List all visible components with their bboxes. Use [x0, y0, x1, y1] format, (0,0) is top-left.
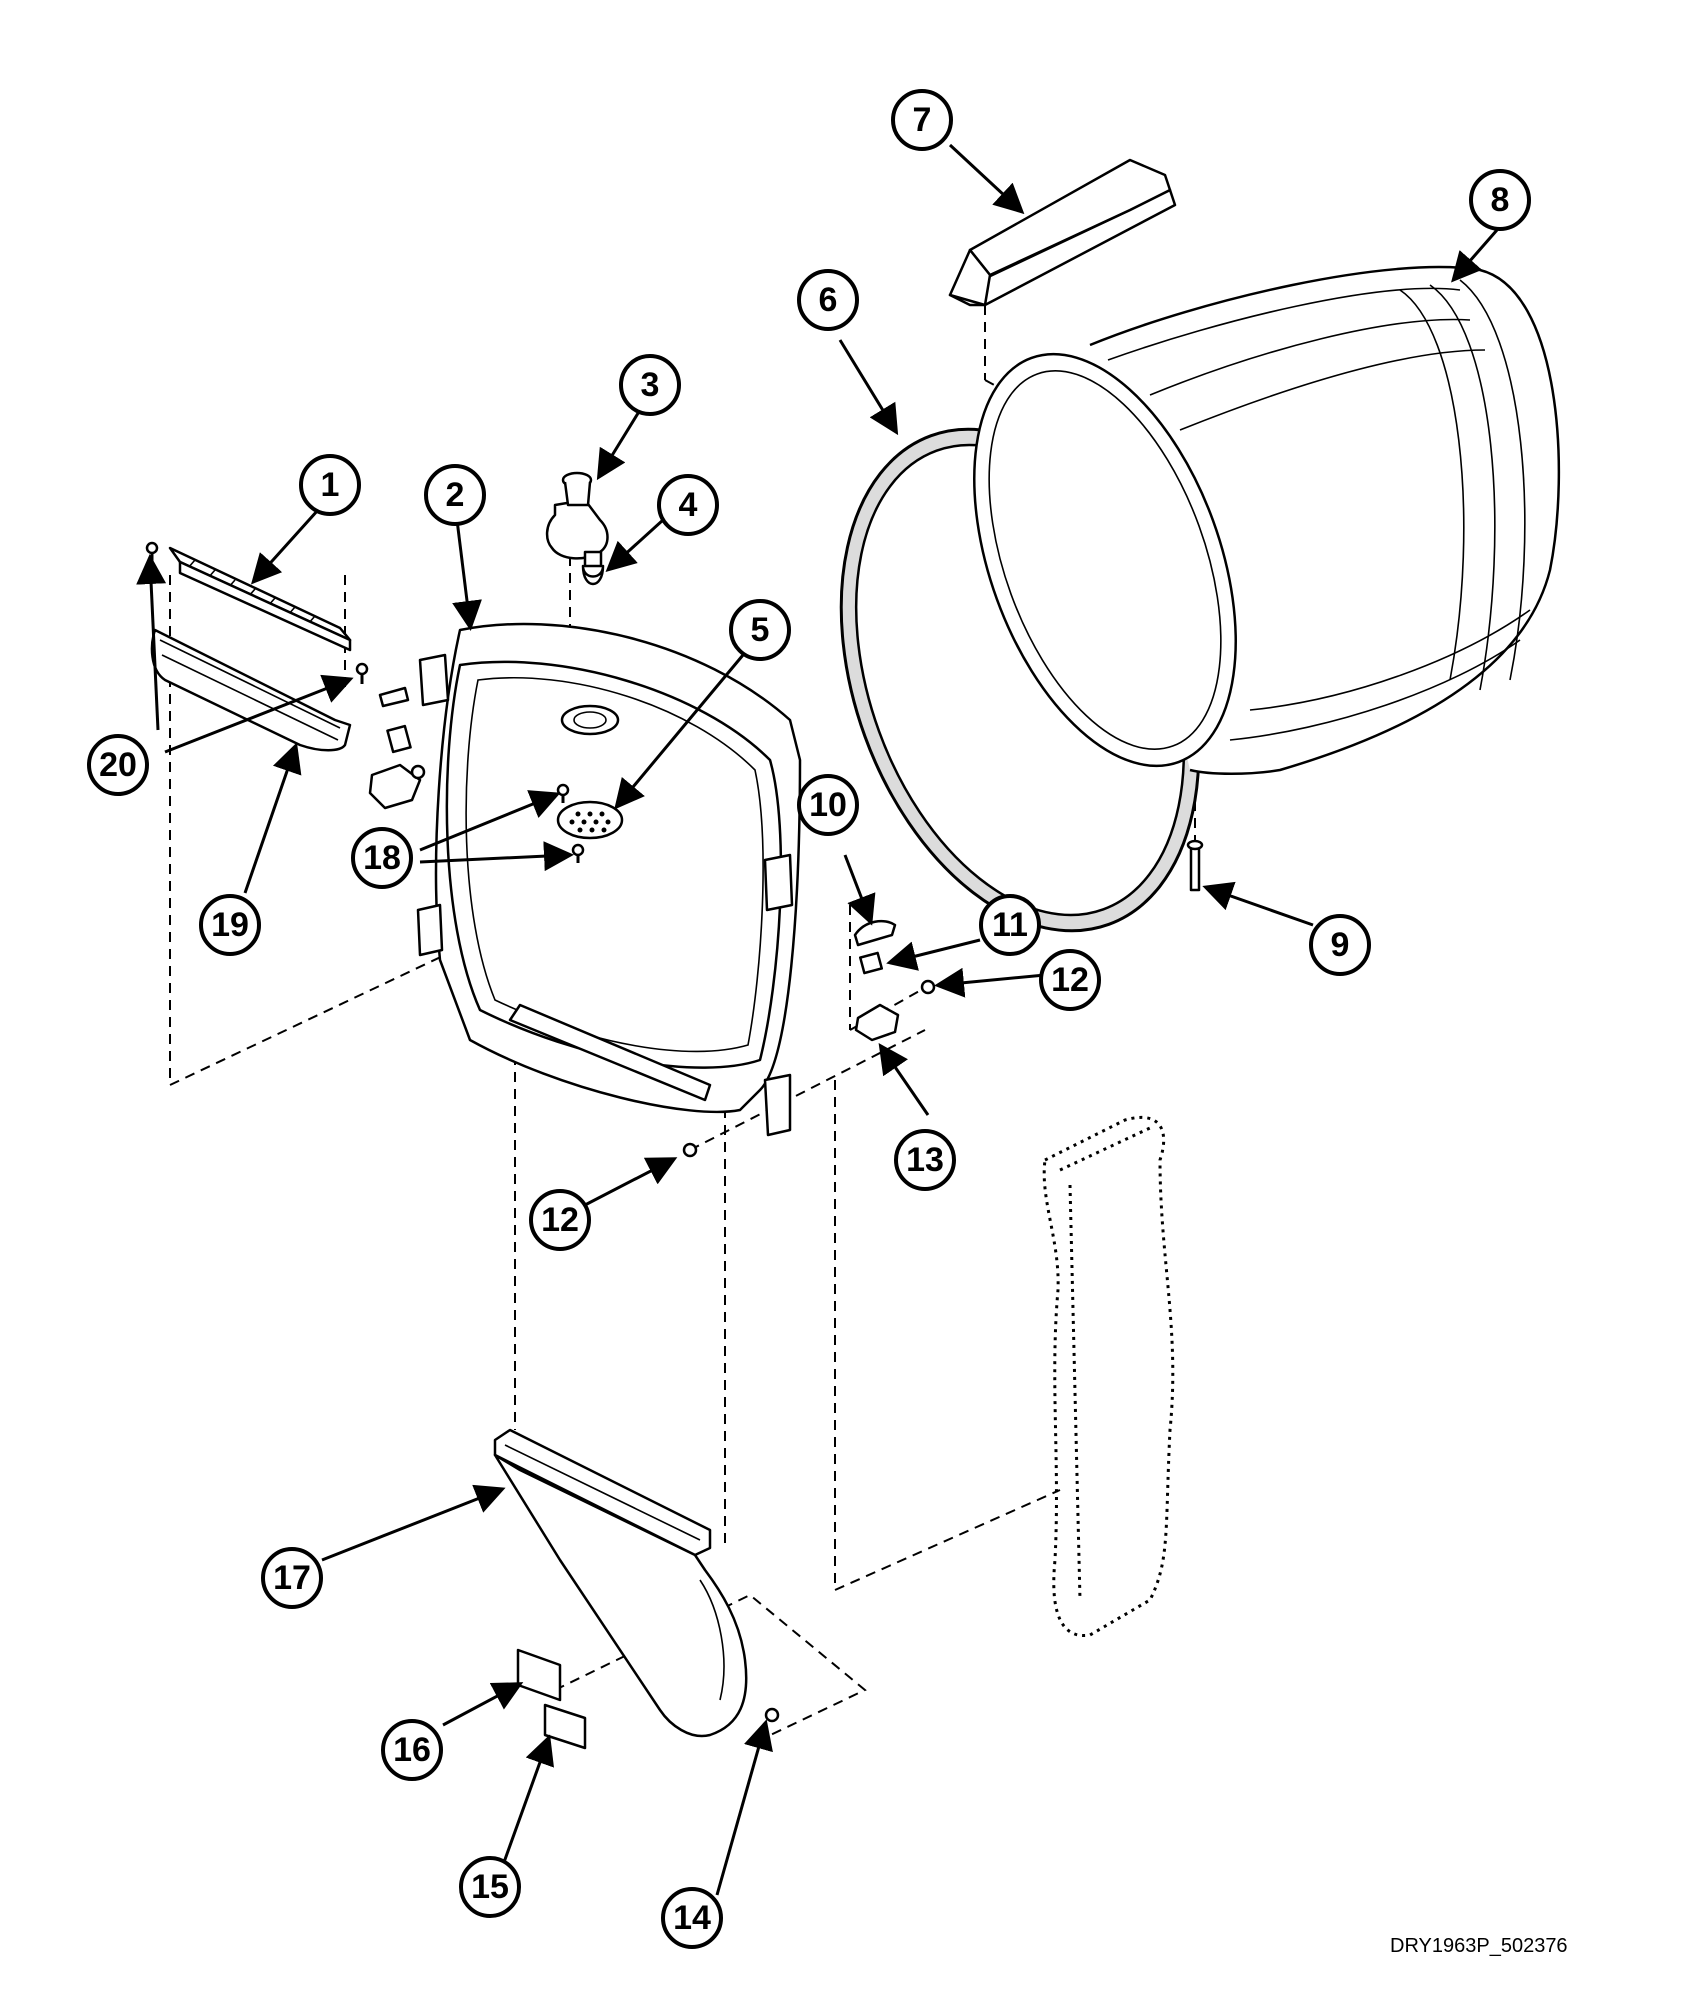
svg-text:12: 12 [1051, 961, 1089, 999]
part-19-lint-filter [150, 628, 352, 752]
part-16-gasket [516, 1648, 562, 1702]
svg-text:19: 19 [211, 906, 249, 944]
svg-text:9: 9 [1331, 926, 1350, 964]
part-17-duct [493, 1428, 748, 1738]
svg-text:10: 10 [809, 786, 847, 824]
right-switch-parts [682, 919, 936, 1723]
callout-17: 17 [261, 1547, 323, 1609]
svg-text:4: 4 [679, 486, 698, 524]
callout-19: 19 [199, 894, 261, 956]
svg-text:7: 7 [913, 101, 932, 139]
callout-15: 15 [459, 1856, 521, 1918]
svg-text:18: 18 [363, 839, 401, 877]
svg-text:16: 16 [393, 1731, 431, 1769]
cabinet-side-panel [1042, 1115, 1175, 1638]
callout-12-lower: 12 [529, 1189, 591, 1251]
callout-7: 7 [891, 89, 953, 151]
callout-5: 5 [729, 599, 791, 661]
part-5-vent-plate [556, 800, 624, 840]
part-15-gasket [543, 1703, 587, 1750]
svg-text:15: 15 [471, 1868, 509, 1906]
callout-3: 3 [619, 354, 681, 416]
callout-14: 14 [661, 1887, 723, 1949]
callout-16: 16 [381, 1719, 443, 1781]
svg-text:11: 11 [992, 906, 1028, 944]
callout-12: 12 [1039, 949, 1101, 1011]
part-9-bolt [1186, 839, 1204, 892]
svg-text:6: 6 [819, 281, 838, 319]
callout-2: 2 [424, 464, 486, 526]
leader-lines [136, 143, 1499, 1896]
svg-text:3: 3 [641, 366, 660, 404]
part-3-fitting [545, 471, 609, 560]
svg-text:17: 17 [273, 1559, 311, 1597]
part-7-baffle [948, 158, 1177, 307]
callout-6: 6 [797, 269, 859, 331]
svg-text:8: 8 [1491, 181, 1510, 219]
callout-18: 18 [351, 827, 413, 889]
callout-13: 13 [894, 1129, 956, 1191]
left-switch-parts [368, 686, 426, 810]
svg-text:1: 1 [321, 466, 340, 504]
part-8-drum [973, 265, 1561, 775]
svg-text:13: 13 [906, 1141, 944, 1179]
svg-text:5: 5 [751, 611, 770, 649]
svg-text:12: 12 [541, 1201, 579, 1239]
callout-11: 11 [979, 894, 1041, 956]
callout-1: 1 [299, 454, 361, 516]
drawing-code-label: DRY1963P_502376 [1390, 1935, 1568, 1957]
callout-9: 9 [1309, 914, 1371, 976]
part-1-lint-screen-frame [168, 546, 352, 652]
svg-text:14: 14 [673, 1899, 711, 1937]
svg-text:20: 20 [99, 746, 137, 784]
callout-4: 4 [657, 474, 719, 536]
callout-10: 10 [797, 774, 859, 836]
svg-text:2: 2 [446, 476, 465, 514]
callout-8: 8 [1469, 169, 1531, 231]
part-4-bulb [581, 550, 605, 586]
part-2-front-bulkhead [416, 622, 802, 1137]
callout-20: 20 [87, 734, 149, 796]
